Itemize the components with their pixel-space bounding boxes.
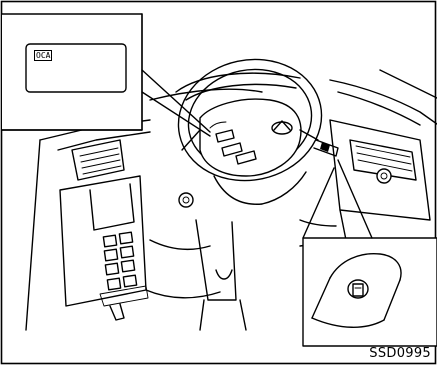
- figure-code: SSD0995: [369, 346, 431, 361]
- callout-box-bottom-right: [303, 160, 437, 346]
- switch-label: OCA: [34, 50, 52, 61]
